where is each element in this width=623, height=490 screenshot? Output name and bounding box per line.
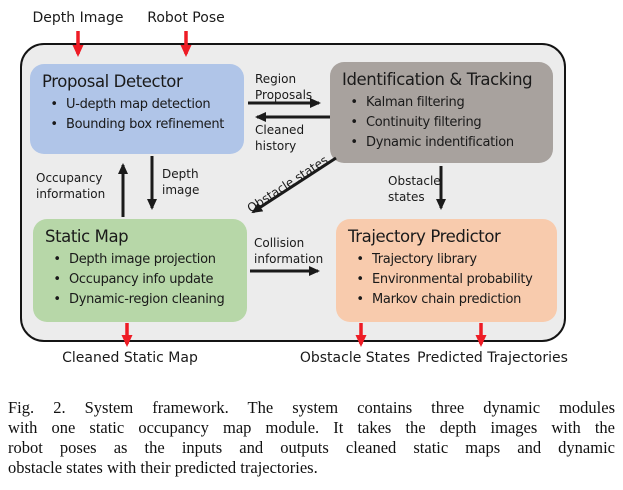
output-label-cleaned-static-map: Cleaned Static Map	[62, 350, 198, 366]
bullet-item: Environmental probability	[348, 272, 545, 289]
bullet-item: Depth image projection	[45, 252, 235, 269]
bullet-text: Dynamic-region cleaning	[69, 291, 225, 307]
flow-label-occupancy-information: Occupancy information	[36, 171, 106, 201]
module-proposal-detector: Proposal Detector U-depth map detection …	[30, 64, 244, 154]
bullet-list: U-depth map detection Bounding box refin…	[42, 97, 232, 134]
module-title-identification-tracking: Identification & Tracking	[342, 70, 533, 89]
system-framework-diagram: Depth Image Robot Pose Proposal Detector…	[0, 0, 623, 395]
bullet-item: Trajectory library	[348, 252, 545, 269]
flow-label-region-proposals: Region Proposals	[255, 72, 313, 102]
caption-line: with one static occupancy map module. It…	[8, 418, 615, 437]
flow-label-collision-information: Collision information	[254, 236, 324, 266]
bullet-item: U-depth map detection	[42, 97, 232, 114]
caption-line: Fig. 2. System framework. The system con…	[8, 398, 615, 417]
bullet-text: Trajectory library	[372, 251, 477, 267]
bullet-item: Dynamic indentification	[342, 135, 541, 152]
bullet-text: Kalman filtering	[366, 94, 465, 110]
bullet-item: Dynamic-region cleaning	[45, 292, 235, 309]
bullet-list: Trajectory library Environmental probabi…	[348, 252, 545, 309]
bullet-item: Continuity filtering	[342, 115, 541, 132]
caption-line: robot poses as the inputs and outputs cl…	[8, 438, 615, 457]
module-identification-tracking: Identification & Tracking Kalman filteri…	[330, 62, 553, 163]
bullet-text: Occupancy info update	[69, 271, 214, 287]
output-label-obstacle-states: Obstacle States	[299, 350, 411, 366]
bullet-text: Continuity filtering	[366, 114, 482, 130]
output-label-predicted-trajectories: Predicted Trajectories	[417, 350, 568, 366]
module-static-map: Static Map Depth image projection Occupa…	[33, 219, 247, 322]
bullet-list: Kalman filtering Continuity filtering Dy…	[342, 95, 541, 152]
bullet-item: Occupancy info update	[45, 272, 235, 289]
caption-line: obstacle states with their predicted tra…	[8, 458, 318, 477]
flow-label-depth-image: Depth image	[162, 167, 200, 197]
module-title-proposal-detector: Proposal Detector	[42, 72, 183, 91]
bullet-list: Depth image projection Occupancy info up…	[45, 252, 235, 309]
bullet-text: Bounding box refinement	[66, 116, 225, 132]
bullet-text: Environmental probability	[372, 271, 533, 287]
module-title-static-map: Static Map	[45, 227, 129, 246]
bullet-text: Depth image projection	[69, 251, 216, 267]
bullet-item: Markov chain prediction	[348, 292, 545, 309]
module-trajectory-predictor: Trajectory Predictor Trajectory library …	[336, 219, 557, 322]
flow-label-cleaned-history: Cleaned history	[255, 123, 305, 153]
flow-label-obstacle-states: Obstacle states	[388, 174, 441, 204]
bullet-text: Markov chain prediction	[372, 291, 522, 307]
arrow-obstacle-states-diagonal	[251, 156, 337, 214]
bullet-text: Dynamic indentification	[366, 134, 514, 150]
arrows-layer	[72, 31, 487, 347]
input-label-depth-image: Depth Image	[32, 10, 124, 26]
module-title-trajectory-predictor: Trajectory Predictor	[348, 227, 501, 246]
bullet-item: Kalman filtering	[342, 95, 541, 112]
figure-caption: Fig. 2. System framework. The system con…	[8, 398, 615, 478]
bullet-text: U-depth map detection	[66, 96, 211, 112]
input-label-robot-pose: Robot Pose	[147, 10, 225, 26]
bullet-item: Bounding box refinement	[42, 117, 232, 134]
